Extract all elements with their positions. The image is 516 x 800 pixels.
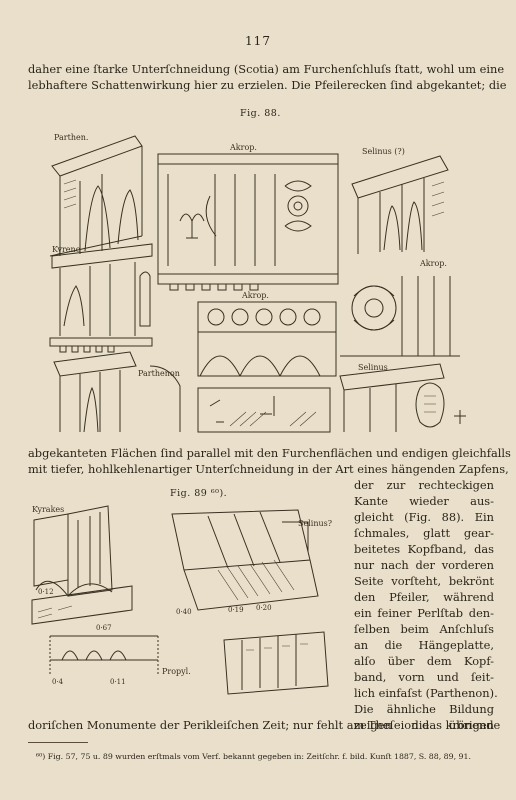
- page-number: 117: [245, 34, 271, 48]
- fig88-label-akrop-middle: Akrop.: [241, 291, 269, 300]
- text-line: ſelben beim Anſchluſs: [354, 622, 494, 636]
- text-line: band, vorn und ſeit-: [354, 670, 494, 684]
- fig88-label-kyrene: Kyrene: [52, 245, 81, 254]
- fig88-parthenon-top-detail: [49, 135, 143, 257]
- text-line: ein feiner Perlſtab den-: [354, 606, 494, 620]
- fig89-measure-4: 0·19: [228, 606, 244, 614]
- fig88-profile-section: [197, 387, 331, 433]
- text-line: zeigen die übrigen: [354, 718, 494, 732]
- text-line: daher eine ſtarke Unterſchneidung (Scoti…: [28, 62, 505, 76]
- fig89-propylaeen-detail: [223, 631, 329, 695]
- fig88-akropolis-right-ornament: [340, 276, 460, 357]
- fig88-selinus-bottom-detail: [339, 363, 466, 432]
- text-line: Kante wieder aus-: [354, 494, 494, 508]
- text-line: lebhaftere Schattenwirkung hier zu erzie…: [28, 78, 507, 92]
- footnote: ⁶⁰) Fig. 57, 75 u. 89 wurden erſtmals vo…: [36, 752, 471, 761]
- fig89-measure-7: 0·11: [110, 678, 126, 686]
- figure-88-caption: Fig. 88.: [240, 108, 281, 119]
- fig88-parthenon-bottom-detail: [53, 351, 181, 433]
- text-line: alſo über dem Kopf-: [354, 654, 494, 668]
- footnote-rule: [28, 742, 88, 743]
- text-line: abgekanteten Flächen ſind parallel mit d…: [28, 446, 511, 460]
- fig89-profile-drawing: [49, 635, 159, 676]
- text-line: gleicht (Fig. 88). Ein: [354, 510, 494, 524]
- figure-88-illustration: Parthen. Akrop. Selinus (?) Kyrene Akrop…: [49, 133, 466, 433]
- fig89-measure-1: 0·67: [96, 624, 112, 632]
- fig88-label-akrop-center: Akrop.: [229, 143, 257, 152]
- fig88-kyrene-detail: [49, 243, 153, 353]
- text-line: ſchmales, glatt gear-: [354, 526, 494, 540]
- fig88-label-parthenon-top: Parthen.: [54, 133, 88, 142]
- figure-89-caption: Fig. 89 ⁶⁰).: [170, 488, 228, 499]
- text-line: beitetes Kopfband, das: [354, 542, 494, 556]
- text-line: Seite vorſteht, bekrönt: [354, 574, 494, 588]
- fig89-selinus-block: [171, 509, 319, 611]
- fig89-measure-3: 0·40: [176, 608, 192, 616]
- fig89-kyrakes-pillar: [31, 505, 133, 625]
- fig88-akropolis-center-panel: [157, 153, 339, 291]
- fig88-akropolis-arches: [197, 301, 337, 377]
- fig89-measure-2: 0·4: [52, 678, 64, 686]
- text-line: der zur rechteckigen: [354, 478, 494, 492]
- fig89-label-kyrakes: Kyrakes: [32, 505, 64, 514]
- fig88-selinus-top-detail: [351, 155, 449, 254]
- fig89-measure-6: 0·12: [38, 588, 54, 596]
- fig88-label-selinus-top: Selinus (?): [362, 147, 405, 156]
- text-line: an die Hängeplatte,: [354, 638, 494, 652]
- fig89-label-propylaeen: Propyl.: [162, 667, 191, 676]
- figure-89-illustration: Kyrakes Selinus? Propyl. 0·67 0·4 0·40 0…: [31, 505, 332, 695]
- text-line: Die ähnliche Bildung: [354, 702, 494, 716]
- text-line: den Pfeiler, während: [354, 590, 494, 604]
- fig88-label-parthenon-bottom: Parthenon: [138, 369, 180, 378]
- fig89-measure-5: 0·20: [256, 604, 272, 612]
- text-line: mit tiefer, hohlkehlenartiger Unterſchne…: [28, 462, 509, 476]
- fig88-label-selinus-bottom: Selinus: [358, 363, 388, 372]
- fig89-label-selinus: Selinus?: [298, 519, 332, 528]
- text-line: nur nach der vorderen: [354, 558, 494, 572]
- fig88-label-akrop-right: Akrop.: [419, 259, 447, 268]
- text-line: doriſchen Monumente der Perikleiſchen Ze…: [28, 718, 501, 732]
- text-line: lich einfaſst (Parthenon).: [354, 686, 498, 700]
